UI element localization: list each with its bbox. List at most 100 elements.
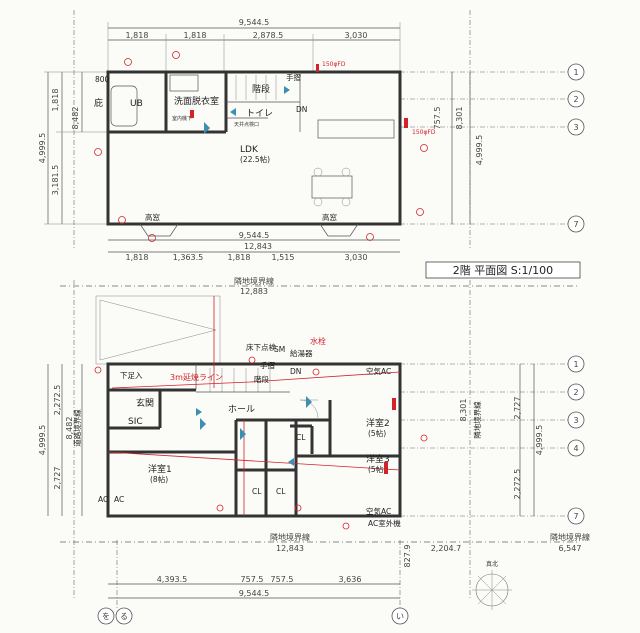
upper-dim-top-total: 9,544.5 (239, 18, 270, 27)
grid-bottom-i: い (396, 612, 404, 621)
ac-out-2: 空気AC (366, 506, 391, 516)
lower-dim-bottom-2: 757.5 (241, 575, 264, 584)
upper-dim-bottom-4: 1,515 (272, 253, 295, 262)
lower-grid-1: 1 (573, 360, 578, 369)
water-tap: 水栓 (310, 336, 326, 346)
lower-stairs-label: 階段 (254, 374, 269, 384)
lower-dim-left-overall: 4,999.5 (38, 425, 47, 456)
lower-dim-right-small: 8,301 (459, 399, 468, 422)
pipe-note-2: 150φFD (412, 129, 436, 136)
lower-stairs (196, 368, 290, 393)
ub-side: 庇 (94, 97, 103, 109)
lower-arrow-2 (240, 428, 246, 440)
upper-dim-top-4: 3,030 (345, 31, 368, 40)
upper-outer-wall (106, 70, 402, 226)
upper-dim-left-overall: 4,999.5 (38, 133, 47, 164)
boundary-right-dim: 6,547 (559, 544, 582, 553)
boundary-top-dim: 12,883 (240, 287, 268, 296)
dim-offset-left: 827.9 (403, 545, 412, 568)
road-boundary: 道路境界線 (72, 409, 82, 447)
upper-dim-bottom-5: 3,030 (345, 253, 368, 262)
high-window-2: 高窓 (322, 212, 337, 222)
lower-handrail: 手摺 (260, 360, 275, 370)
ub-label: 800 (95, 75, 110, 84)
upper-dim-bottom-overall: 12,843 (244, 242, 272, 251)
lower-dim-bottom-total: 9,544.5 (239, 589, 270, 598)
room-entrance: 玄関 (136, 397, 154, 409)
room-ub: UB (130, 99, 143, 109)
upper-arrow-1 (204, 122, 210, 134)
room-ldk: LDK (240, 145, 259, 155)
lower-dn: DN (290, 367, 301, 376)
upper-dim-bottom-3: 1,818 (228, 253, 251, 262)
lower-dim-right-overall: 4,999.5 (535, 425, 544, 456)
dining-table (311, 175, 353, 199)
upper-dim-left-small: 8,482 (71, 107, 80, 130)
boundary-bottom-dim: 12,843 (276, 544, 304, 553)
upper-dim-small-757: 757.5 (433, 107, 442, 130)
road-dim: 8,482 (65, 417, 74, 440)
upper-arrow-3 (284, 86, 290, 94)
lower-dim-left-2: 2,727 (53, 467, 62, 490)
closet-2: CL (252, 487, 262, 496)
upper-grid-2: 2 (573, 95, 578, 104)
upper-dim-right-small: 8,301 (455, 107, 464, 130)
sm-label: SM (274, 345, 285, 354)
upper-stairs (235, 75, 277, 100)
lower-dim-right-1: 2,727 (513, 397, 522, 420)
lower-grid-3: 3 (573, 416, 578, 425)
upper-dn: DN (296, 105, 307, 114)
unit-note: 室内機下 (172, 115, 192, 122)
upper-plan: 9,544.5 1,818 1,818 2,878.5 3,030 4,999.… (38, 10, 585, 262)
room-bed3: 洋室3 (366, 453, 390, 465)
ac-2: AC (114, 495, 124, 504)
water-heater: 給湯器 (290, 348, 313, 358)
room-bed2-size: (5帖) (368, 428, 386, 438)
lower-grid-2: 2 (573, 388, 578, 397)
lower-dim-bottom-4: 3,636 (339, 575, 362, 584)
grid-bottom-wo: を (102, 612, 110, 621)
north-label: 真北 (486, 560, 498, 568)
lower-dim-bottom-3: 757.5 (271, 575, 294, 584)
closet-3: CL (276, 487, 286, 496)
room-sic: SIC (128, 417, 143, 427)
upper-grid-1: 1 (573, 68, 578, 77)
floor-bay: 床下点検 (246, 342, 276, 352)
upper-dim-top-1: 1,818 (126, 31, 149, 40)
lower-arrow-1 (200, 418, 206, 430)
shoe-cabinet: 下足入 (120, 371, 143, 380)
lower-outer-wall (106, 362, 402, 518)
lower-arrow-4 (306, 396, 312, 408)
room-upper-stairs: 階段 (252, 83, 270, 95)
room-bed1-size: (8帖) (150, 474, 168, 484)
room-bed2: 洋室2 (366, 417, 390, 429)
grid-bottom-ru: る (120, 612, 128, 621)
boundary-top-label: 隣地境界線 (234, 276, 274, 286)
upper-grid-3: 3 (573, 123, 578, 132)
lower-dim-left-1: 2,272.5 (53, 385, 62, 416)
fire-spread-line (111, 371, 401, 389)
room-toilet: トイレ (246, 109, 273, 119)
ac-1: AC (98, 495, 108, 504)
upper-dim-bottom-2: 1,363.5 (173, 253, 204, 262)
upper-handrail: 手摺 (286, 72, 301, 82)
drawing-title: 2階 平面図 S:1/100 (453, 263, 553, 277)
boundary-right-label: 隣地境界線 (472, 401, 482, 439)
bathtub (110, 85, 138, 127)
title-box (425, 261, 581, 279)
toilet-note: 天井点検口 (234, 121, 259, 128)
kitchen-counter (317, 119, 395, 139)
ac-outdoor-unit: AC室外機 (368, 518, 401, 528)
lower-grid-7: 7 (573, 512, 578, 521)
upper-grid-7: 7 (573, 220, 578, 229)
lower-grid-4: 4 (573, 444, 578, 453)
upper-red-markers (94, 51, 428, 242)
closet-1: CL (296, 433, 306, 442)
pipe-note-1: 150φFD (322, 61, 346, 68)
upper-dim-top-3: 2,878.5 (253, 31, 284, 40)
north-arrow-icon (472, 570, 512, 610)
boundary-bottom-label: 隣地境界線 (270, 532, 310, 542)
ac-out-1: 空気AC (366, 366, 391, 376)
upper-dim-left-2: 3,181.5 (51, 165, 60, 196)
